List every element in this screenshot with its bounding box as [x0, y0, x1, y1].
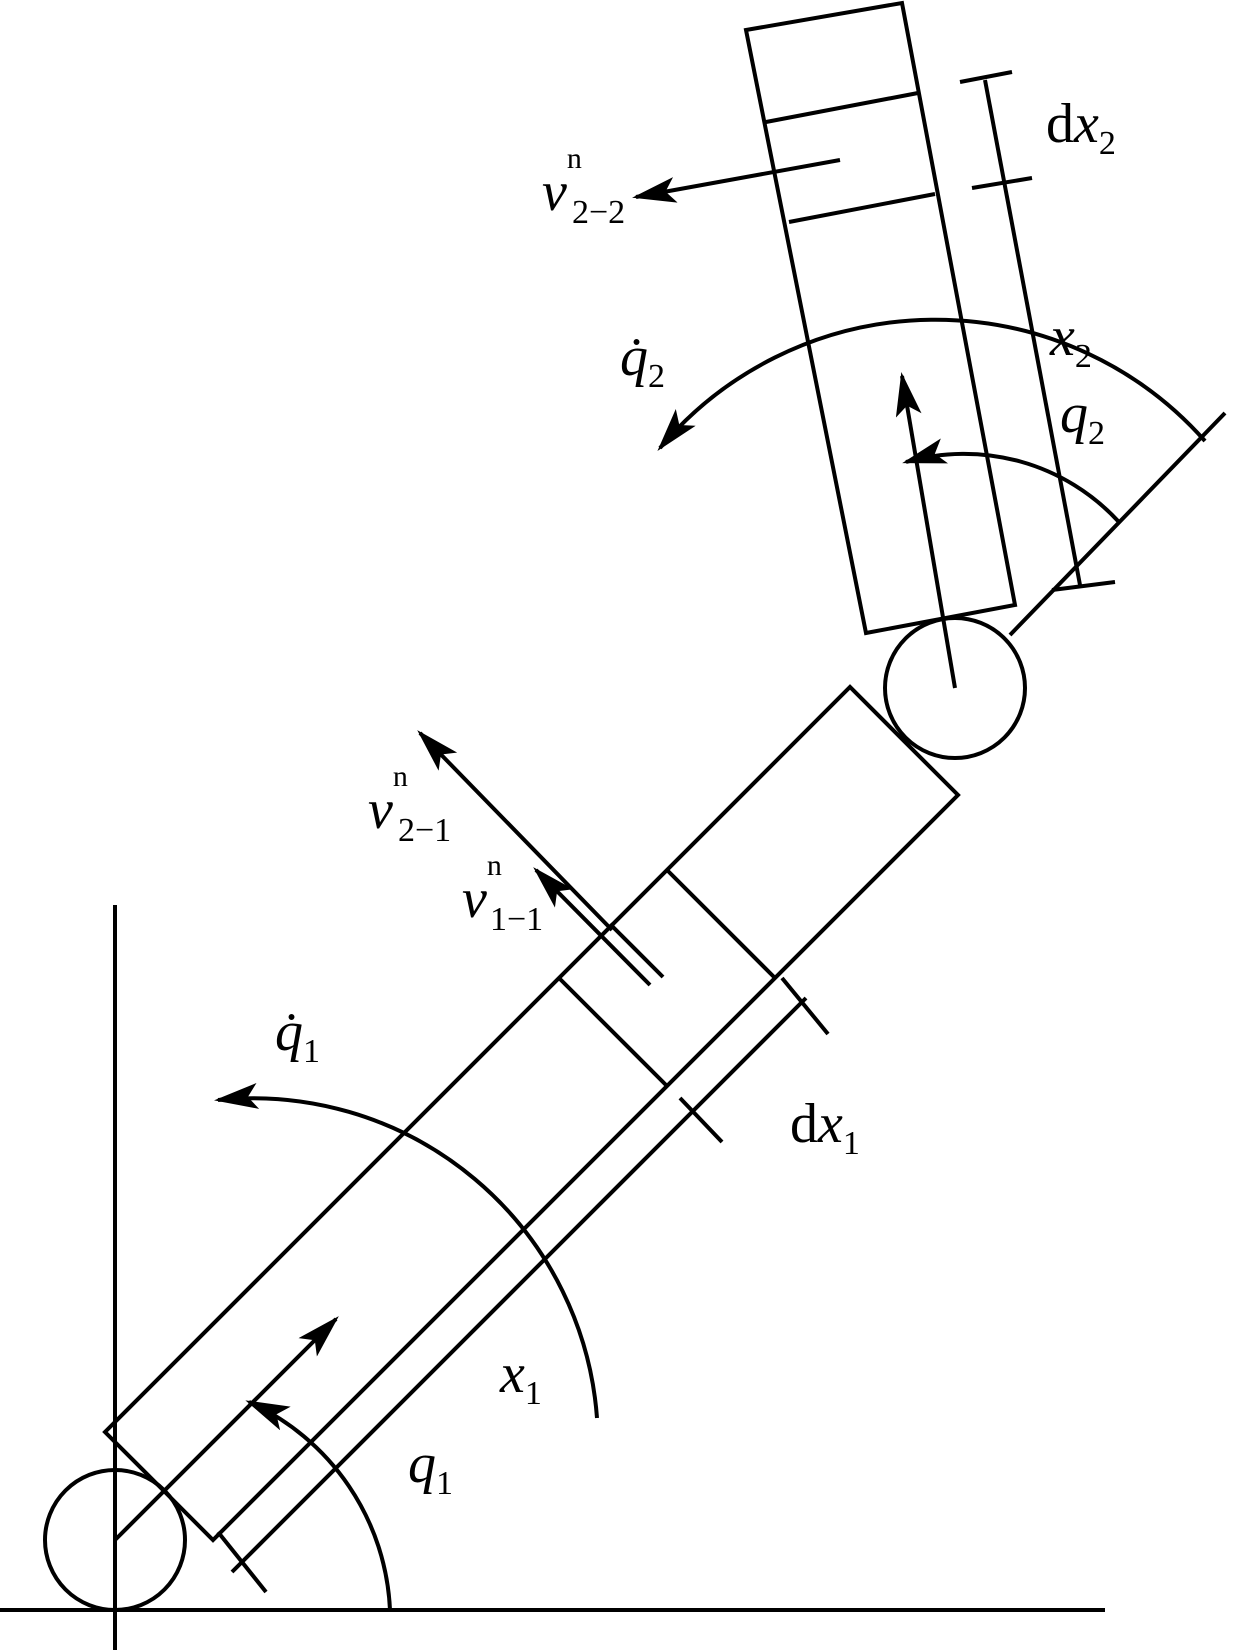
- label-q1-sub: 1: [436, 1465, 453, 1502]
- link-1-dimension-tick-mid: [678, 1096, 724, 1144]
- label-q2-sub: 2: [1088, 415, 1105, 452]
- q1-angle-arc: [245, 1400, 392, 1611]
- link-2-body: [743, 0, 1018, 636]
- label-dx1-var: x: [817, 1093, 843, 1155]
- link-2-joint-reference-line: [1008, 411, 1227, 637]
- label-qdot1: q̇1: [275, 1001, 320, 1070]
- qdot1-rotation-arc: [214, 1083, 599, 1419]
- link-1-dimension-tick-base: [216, 1530, 268, 1594]
- label-dx1: dx1: [790, 1093, 860, 1162]
- label-v21-sup: n: [393, 760, 408, 793]
- label-dx2-sub: 2: [1099, 125, 1116, 162]
- qdot2-rotation-arc: [657, 317, 1207, 452]
- label-v11-sub: 1−1: [490, 901, 543, 938]
- base-joint-circle: [43, 1468, 187, 1612]
- link-2-division-lower: [788, 192, 936, 224]
- v11-velocity-arrow: [533, 867, 652, 987]
- v21-velocity-arrow: [417, 730, 614, 932]
- label-dx2-var: x: [1073, 93, 1099, 155]
- label-dx1-sub: 1: [843, 1125, 860, 1162]
- label-x1-var: x: [499, 1343, 525, 1405]
- label-x2-sub: 2: [1075, 338, 1092, 375]
- label-dx2-d: d: [1046, 93, 1074, 155]
- link-2-dimension-tick-mid: [971, 176, 1033, 190]
- link-2-centerline-arrow: [895, 372, 957, 689]
- label-v11-var: v: [462, 868, 487, 930]
- label-x2: x2: [1049, 306, 1092, 375]
- label-v22-sup: n: [567, 142, 582, 175]
- label-qdot1-var: q̇: [275, 1001, 303, 1063]
- link-2: [743, 0, 1227, 689]
- link-1-dimension-line: [230, 996, 808, 1574]
- link-1-dimension-tick-end: [780, 976, 830, 1036]
- label-q1-var: q: [408, 1433, 436, 1495]
- label-x2-var: x: [1049, 306, 1075, 368]
- angle-arcs: [214, 317, 1207, 1611]
- link-1-division-lower: [557, 976, 669, 1088]
- label-v22-var: v: [542, 161, 567, 223]
- q2-angle-arc: [902, 438, 1120, 523]
- label-qdot2-var: q̇: [620, 326, 648, 388]
- label-dx2: dx2: [1046, 93, 1116, 162]
- label-v21: vn 2−1: [368, 760, 451, 849]
- coordinate-axes: [0, 905, 1105, 1650]
- velocity-arrows: [417, 158, 841, 987]
- link-1-element-stub: [608, 922, 665, 979]
- label-x1-sub: 1: [525, 1375, 542, 1412]
- label-qdot1-sub: 1: [303, 1033, 320, 1070]
- label-v22: vn 2−2: [542, 142, 625, 231]
- label-qdot2: q̇2: [620, 326, 665, 395]
- link-2-dimension-tick-top: [959, 70, 1013, 84]
- label-q1: q1: [408, 1433, 453, 1502]
- v22-velocity-arrow: [632, 158, 841, 203]
- label-v11: vn 1−1: [462, 849, 543, 938]
- link-2-dimension-tick-bottom: [1051, 580, 1116, 592]
- label-v11-sup: n: [487, 849, 502, 882]
- label-qdot2-sub: 2: [648, 358, 665, 395]
- label-v21-var: v: [368, 779, 393, 841]
- label-v22-sub: 2−2: [572, 194, 625, 231]
- label-v21-sub: 2−1: [398, 812, 451, 849]
- link-1-centerline-arrow: [113, 1316, 339, 1542]
- label-x1: x1: [499, 1343, 542, 1412]
- label-q2: q2: [1060, 383, 1105, 452]
- label-q2-var: q: [1060, 383, 1088, 445]
- link-2-division-upper: [765, 91, 919, 124]
- link-1-division-upper: [665, 868, 777, 980]
- label-dx1-d: d: [790, 1093, 818, 1155]
